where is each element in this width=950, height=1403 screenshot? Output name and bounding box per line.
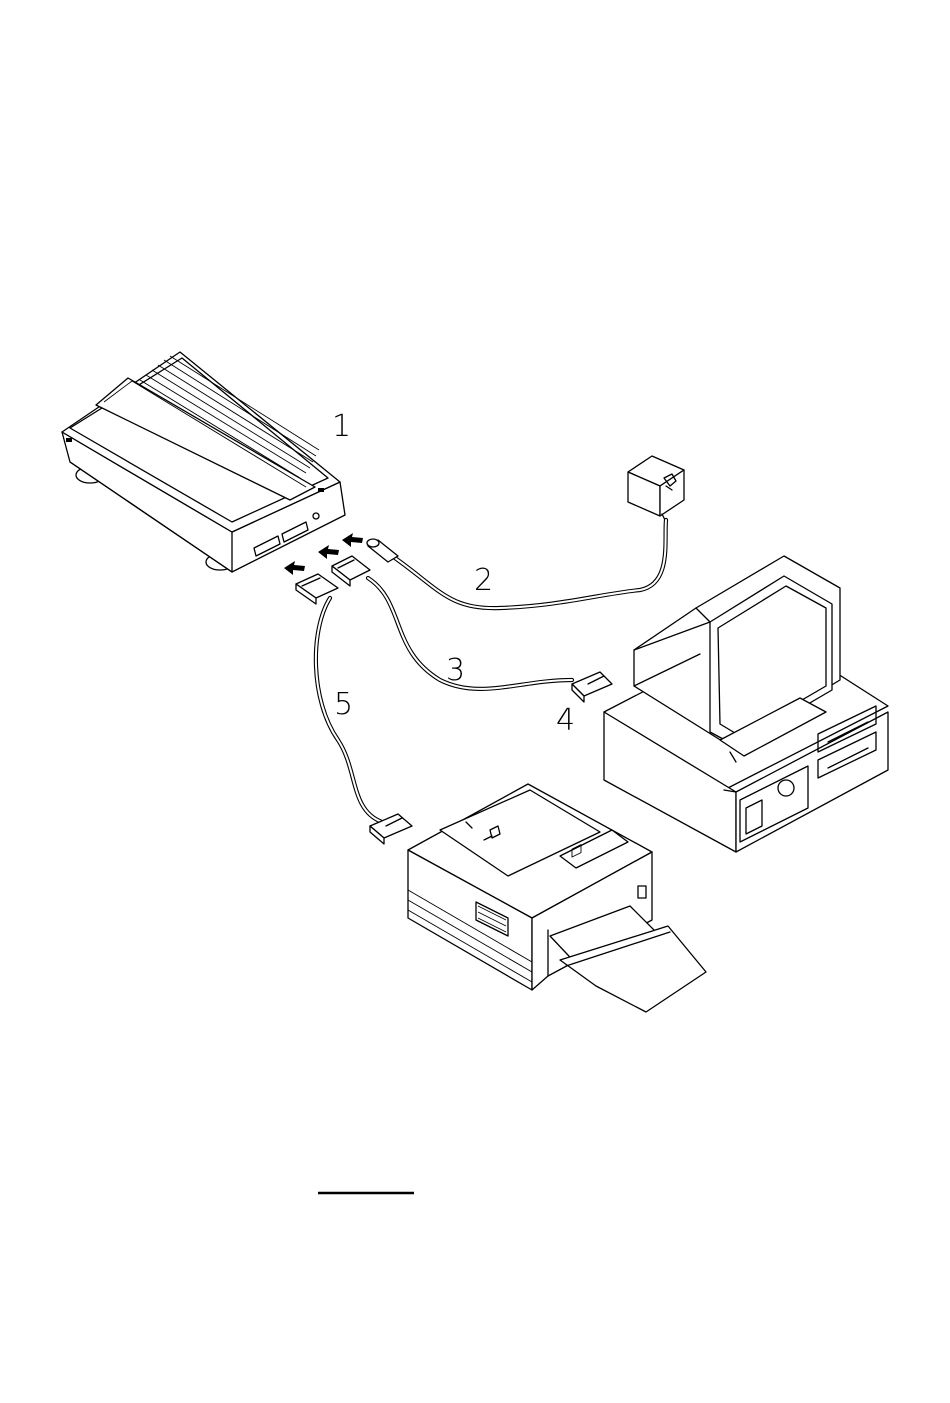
arrow-icon (318, 545, 339, 559)
callout-1: 1 (332, 409, 351, 444)
arrow-icon (284, 561, 305, 575)
computer-illustration (604, 556, 888, 852)
arrow-icon (342, 533, 363, 547)
printer-illustration (408, 784, 706, 1012)
callout-2: 2 (474, 563, 493, 598)
power-adapter-illustration (628, 456, 684, 522)
callout-3: 3 (446, 653, 465, 688)
callout-4: 4 (556, 703, 575, 738)
callout-5: 5 (334, 687, 353, 722)
scanner-illustration (62, 352, 345, 572)
